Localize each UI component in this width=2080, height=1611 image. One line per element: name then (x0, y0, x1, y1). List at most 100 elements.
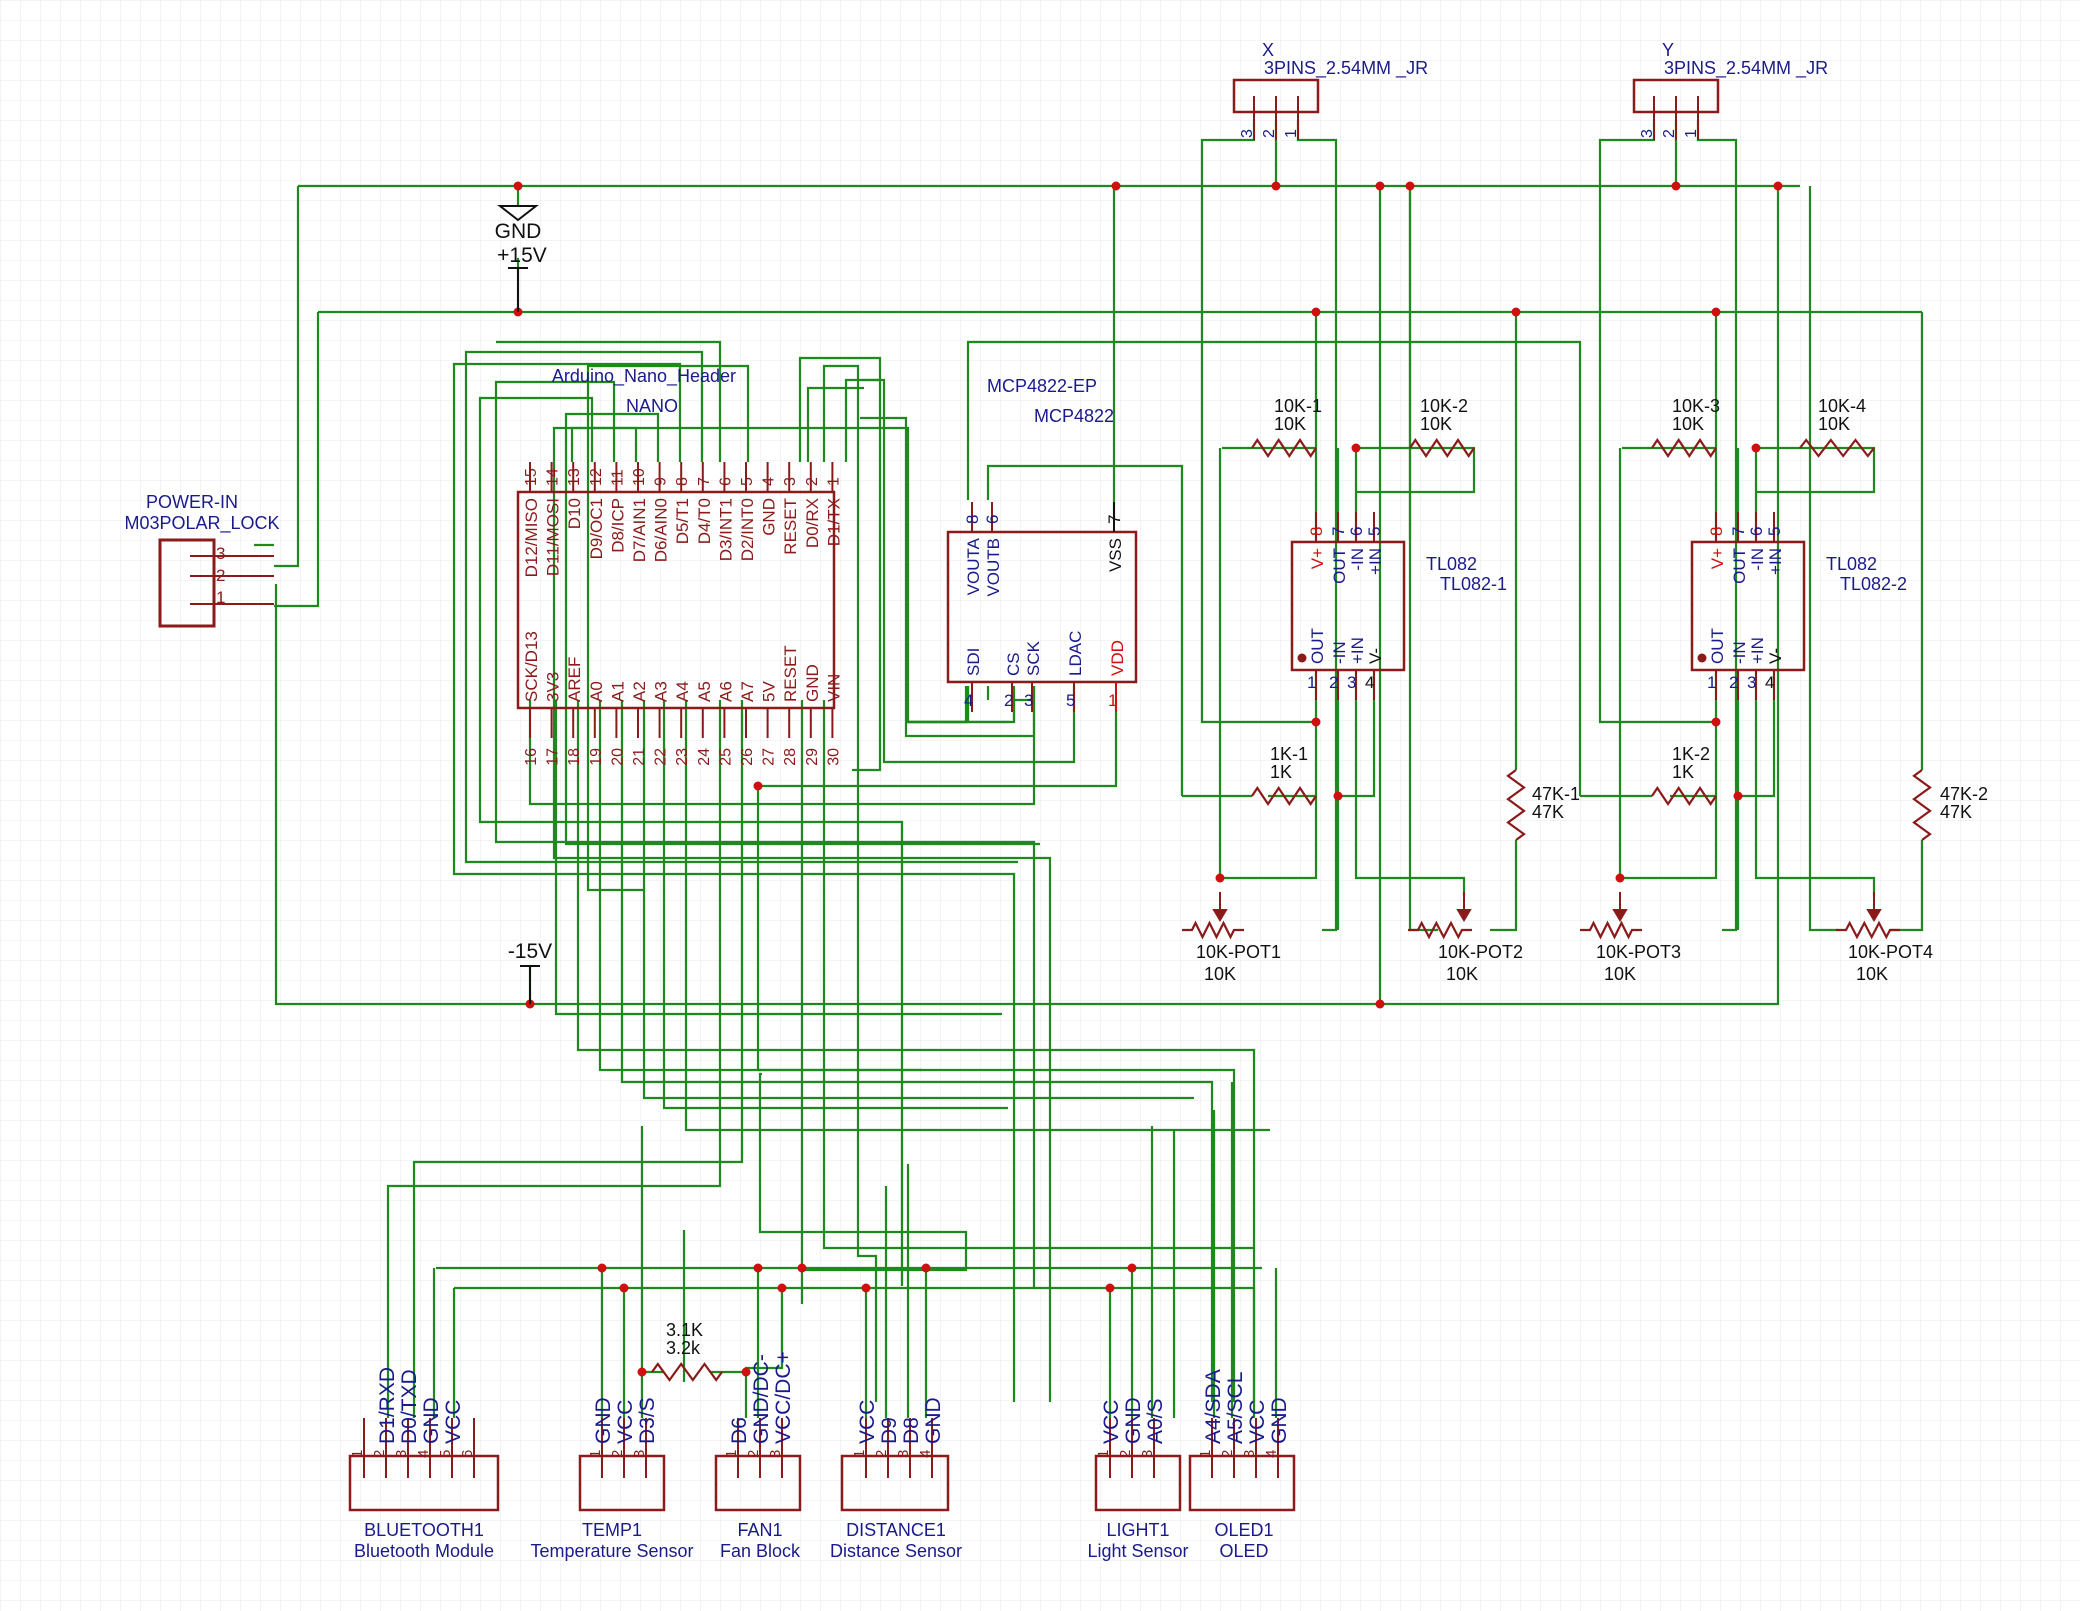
dac-pin-4-number: 4 (964, 691, 973, 710)
nano-bottom-pin-26-name: A7 (738, 681, 757, 702)
dac-pin-6-name: VOUTB (984, 538, 1003, 597)
module-1-pin-4-label: GND (420, 1397, 443, 1444)
resistor-3-ref: 10K-3 (1672, 396, 1720, 416)
opamp-1-top-pin-7-name: OUT (1330, 548, 1349, 584)
nano-top-pin-12-number: 12 (588, 468, 605, 486)
pot-1-ref: 10K-POT1 (1196, 942, 1281, 962)
m15-symbol: -15V (508, 940, 552, 1004)
dac-pin-8-number: 8 (963, 515, 982, 524)
nano-bottom-pin-19-name: A0 (587, 681, 606, 702)
opamp-1-top-pin-5-number: 5 (1365, 527, 1384, 536)
nano-top-pin-11-name: D8/ICP (608, 498, 627, 553)
nano-top-pin-2-number: 2 (804, 477, 821, 486)
pot-1-wiper (1212, 892, 1228, 922)
nano-top-pin-9-name: D6/AIN0 (652, 498, 671, 562)
pot-3-wiper (1612, 892, 1628, 922)
m15-label: -15V (508, 940, 552, 963)
module-5-pin-3-label: A0/S (1144, 1398, 1167, 1444)
module-1-value: Bluetooth Module (354, 1541, 494, 1561)
module-1-pin-2-number: 2 (371, 1450, 388, 1458)
opamp-2-bottom-pin-4-name: V- (1766, 648, 1785, 664)
opamp-2-bottom-pin-2-name: -IN (1730, 641, 1749, 664)
joystick-1-pin-1-number: 1 (1283, 129, 1300, 138)
joystick-2-pin-2-number: 2 (1661, 129, 1678, 138)
module-2-pin-3-label: D3/S (636, 1397, 659, 1444)
module-6-pin-1-number: 1 (1197, 1450, 1214, 1458)
wire-m15-rail (274, 186, 1780, 1006)
resistor-9-ref: 3.1K (666, 1320, 703, 1340)
nano-bottom-pin-28-name: RESET (781, 645, 800, 702)
opamp-1-top-pin-7-number: 7 (1329, 527, 1348, 536)
pot-1-symbol (1182, 920, 1244, 940)
opamp-1-top-pin-6-number: 6 (1347, 527, 1366, 536)
module-6-pin-2-number: 2 (1219, 1450, 1236, 1458)
dac-pin-2-number: 2 (1004, 691, 1013, 710)
opamp-2-pin1-dot (1697, 653, 1707, 663)
joystick-2-pin-1-number: 1 (1683, 129, 1700, 138)
nano-top-pin-1-name: D1/TX (824, 498, 843, 546)
module-6-pin-4-number: 4 (1263, 1450, 1280, 1458)
module-1-pin-6-number: 6 (459, 1450, 476, 1458)
pot-1-value: 10K (1204, 964, 1236, 984)
nano-top-pin-13-name: D10 (565, 498, 584, 529)
module-5-pin-2-label: GND (1122, 1397, 1145, 1444)
opamp-2-top-pin-7-number: 7 (1729, 527, 1748, 536)
power-in-connector: 3 2 1 POWER-IN M03POLAR_LOCK (124, 492, 280, 628)
opamp-1-bottom-pin-2-name: -IN (1330, 641, 1349, 664)
module-4-pin-2-number: 2 (873, 1450, 890, 1458)
joystick-1-value: 3PINS_2.54MM _JR (1264, 58, 1428, 79)
module-5-value: Light Sensor (1087, 1541, 1188, 1561)
opamps: TL082TL082-18V+7OUT6-IN5+IN1OUT2-IN3+IN4… (1290, 512, 1907, 700)
resistor-9-symbol (651, 1362, 723, 1382)
module-6-ref: OLED1 (1214, 1520, 1273, 1540)
resistor-7-ref: 47K-1 (1532, 784, 1580, 804)
opamp-2-bottom-pin-4-number: 4 (1765, 673, 1774, 692)
module-2-body (578, 1454, 666, 1512)
module-3-pin-1-label: D6 (728, 1417, 751, 1444)
module-3-pin-3-label: VCC/DC+ (772, 1351, 795, 1444)
resistor-1k-2: 1K-21K (1651, 744, 1717, 806)
nano-top-pin-8-name: D5/T1 (673, 498, 692, 544)
resistor-3-symbol (1651, 438, 1717, 458)
nano-top-pin-5-number: 5 (739, 477, 756, 486)
nano-top-pin-3-name: RESET (781, 498, 800, 555)
module-5-pin-1-number: 1 (1095, 1450, 1112, 1458)
opamp-2-bottom-pin-1-number: 1 (1707, 673, 1716, 692)
module-5-pin-3-number: 3 (1139, 1450, 1156, 1458)
dac-pin-6-number: 6 (983, 515, 1002, 524)
opamp-2: TL082TL082-28V+7OUT6-IN5+IN1OUT2-IN3+IN4… (1690, 512, 1907, 700)
resistor-5-ref: 1K-1 (1270, 744, 1308, 764)
nano-bottom-pin-17-number: 17 (545, 748, 562, 766)
module-2-value: Temperature Sensor (530, 1541, 693, 1561)
resistor-1-value: 10K (1274, 414, 1306, 434)
nano-top-pin-14-number: 14 (545, 468, 562, 486)
module-6-pin-3-label: VCC (1246, 1400, 1269, 1444)
opamp-1-top-pin-5-name: +IN (1366, 548, 1385, 575)
module-3-pin-1-number: 1 (723, 1450, 740, 1458)
resistor-2-ref: 10K-2 (1420, 396, 1468, 416)
opamp-1-value: TL082-1 (1440, 574, 1507, 594)
opamp-1: TL082TL082-18V+7OUT6-IN5+IN1OUT2-IN3+IN4… (1290, 512, 1507, 700)
module-5-body (1094, 1454, 1182, 1512)
opamp-1-pin1-dot (1297, 653, 1307, 663)
nano-bottom-pin-21-name: A2 (630, 681, 649, 702)
resistor-1k-1: 1K-11K (1251, 744, 1317, 806)
opamp-2-top-pin-5-number: 5 (1765, 527, 1784, 536)
module-4-pin-3-number: 3 (895, 1450, 912, 1458)
opamp-2-bottom-pin-3-name: +IN (1748, 637, 1767, 664)
resistor-9-value: 3.2k (666, 1338, 701, 1358)
module-4-pin-3-label: D8 (900, 1417, 923, 1444)
nano-top-pin-7-name: D4/T0 (695, 498, 714, 544)
nano-top-pin-14-name: D11/MOSI (544, 498, 563, 576)
